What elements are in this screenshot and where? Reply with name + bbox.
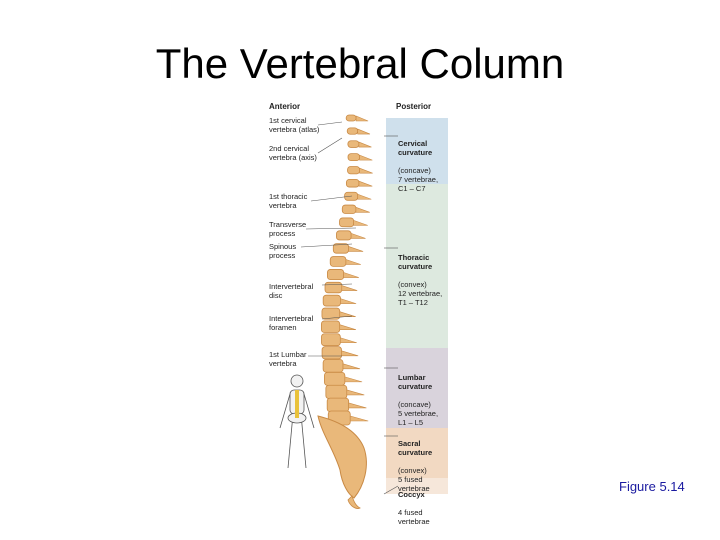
label-transverse-process: Transverse process [269,220,339,238]
spinous-process-shape [360,155,373,160]
spinous-process-shape [351,233,365,238]
coccyx-name: Coccyx [398,490,458,499]
label-first-lumbar: 1st Lumbar vertebra [269,350,339,368]
spinous-process-shape [354,220,368,225]
spinous-process-shape [350,416,368,421]
vertebra-body [326,385,347,398]
spinous-process-shape [344,273,359,278]
thoracic-name: Thoracic curvature [398,253,458,271]
spinous-process-shape [340,299,356,304]
label-first-thoracic: 1st thoracic vertebra [269,192,339,210]
vertebral-column-figure: Anterior Posterior 1st cervical vertebra… [256,98,452,512]
spinous-process-shape [342,286,357,291]
label-coccyx: Coccyx 4 fused vertebrae [398,481,458,535]
vertebra-body [348,166,360,173]
posterior-header: Posterior [396,102,431,111]
spinous-process-shape [341,351,358,356]
vertebra-body [346,179,359,187]
cervical-name: Cervical curvature [398,139,458,157]
spinous-process-shape [346,259,361,264]
label-atlas: 1st cervical vertebra (atlas) [269,116,339,134]
spinous-process-shape [343,364,360,369]
label-intervertebral-disc: Intervertebral disc [269,282,339,300]
spinous-process-shape [356,116,368,121]
label-intervertebral-foramen: Intervertebral foramen [269,314,339,332]
vertebra-body [327,269,343,279]
label-thoracic-curvature: Thoracic curvature (convex) 12 vertebrae… [398,244,458,316]
spinous-process-shape [360,168,373,173]
coccyx-detail: 4 fused vertebrae [398,508,458,526]
vertebra-body [321,334,340,346]
spinous-process-shape [359,181,372,186]
spinous-process-shape [345,377,362,382]
vertebra-body [347,128,358,134]
spinous-process-shape [347,390,364,395]
sacral-name: Sacral curvature [398,439,458,457]
label-axis: 2nd cervical vertebra (axis) [269,144,339,162]
vertebra-body [348,154,360,161]
label-cervical-curvature: Cervical curvature (concave) 7 vertebrae… [398,130,458,202]
figure-caption: Figure 5.14 [619,479,685,494]
vertebra-body [340,218,354,227]
spinous-process-shape [359,142,372,147]
vertebra-body [324,372,344,385]
vertebra-body [348,141,359,148]
spinous-process-shape [356,207,370,212]
label-spinous-process: Spinous process [269,242,339,260]
spinous-process-shape [340,312,356,317]
label-lumbar-curvature: Lumbar curvature (concave) 5 vertebrae, … [398,364,458,436]
thoracic-detail: (convex) 12 vertebrae, T1 – T12 [398,280,458,307]
anterior-header: Anterior [269,102,300,111]
vertebra-body [346,115,356,121]
spinous-process-shape [349,246,364,251]
skeleton-icon [280,375,314,468]
cervical-detail: (concave) 7 vertebrae, C1 – C7 [398,166,458,193]
spinous-process-shape [358,129,370,134]
lumbar-name: Lumbar curvature [398,373,458,391]
sacrum-shape [318,416,366,498]
vertebra-body [327,398,348,412]
slide-title: The Vertebral Column [0,40,720,88]
spinous-process-shape [349,403,367,408]
spinous-process-shape [340,325,356,330]
lumbar-detail: (concave) 5 vertebrae, L1 – L5 [398,400,458,427]
spinous-process-shape [358,194,372,199]
vertebra-body [342,205,356,213]
spinous-process-shape [340,338,356,343]
